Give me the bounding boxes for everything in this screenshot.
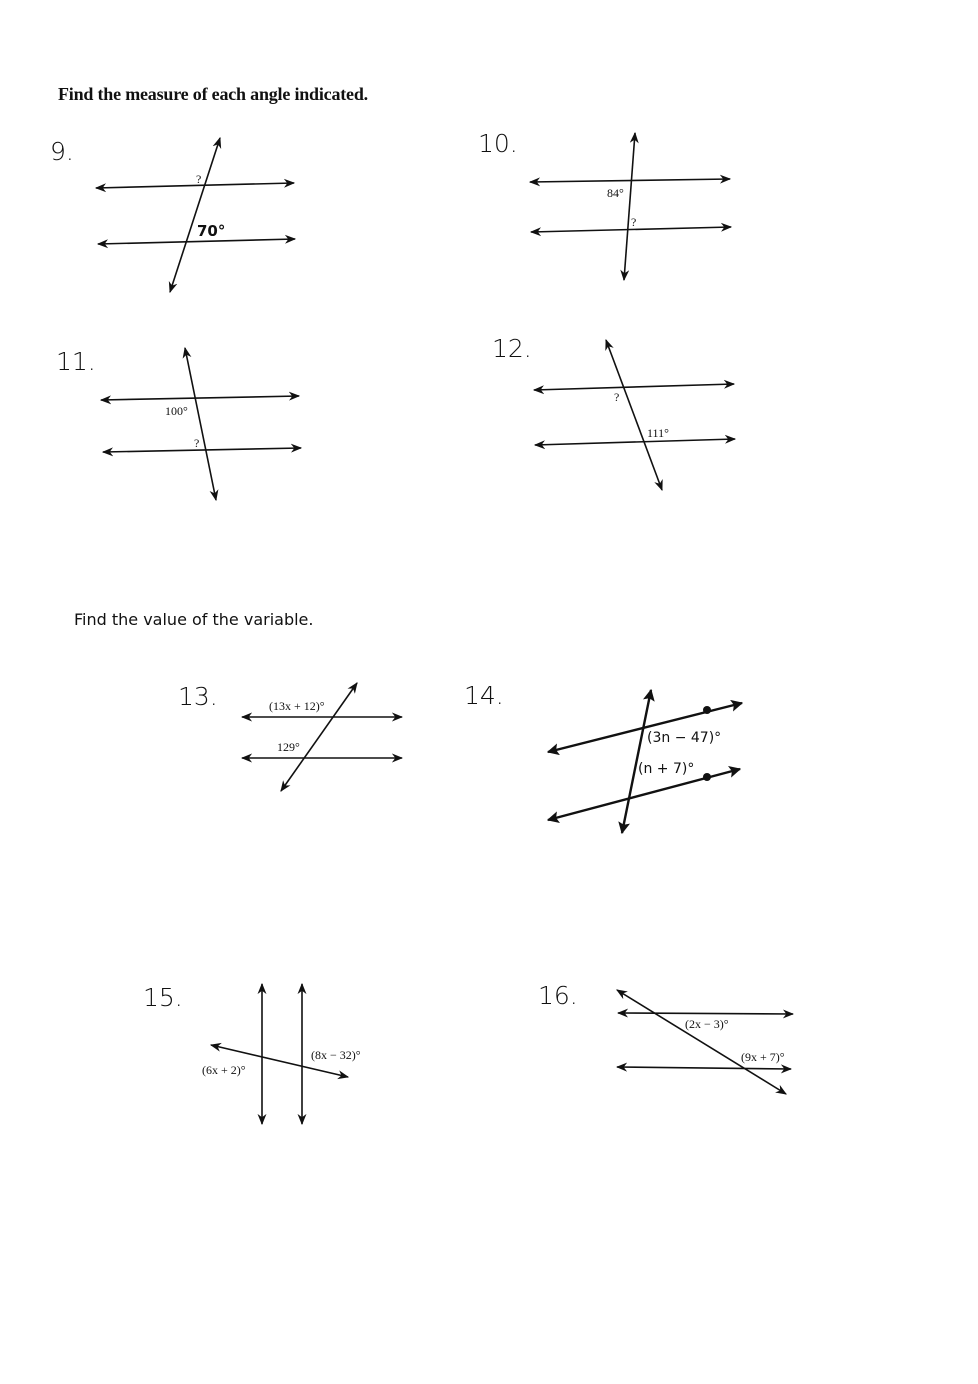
transversal [616,989,787,1095]
angle-label: ? [194,436,199,450]
transversal [168,136,222,294]
parallel-line [528,174,732,187]
transversal [182,346,219,502]
transversal [620,131,639,282]
parallel-line [532,379,736,395]
problem-9: 9. ? 70° [50,136,297,294]
problem-number: 16. [538,981,578,1010]
problem-number: 14. [464,681,504,710]
parallel-line [99,391,301,405]
angle-label: 111° [647,426,669,440]
angle-label: (8x − 32)° [311,1048,361,1062]
angle-label: 100° [165,404,188,418]
parallel-line [533,434,737,450]
problem-number: 10. [478,129,518,158]
parallel-line [615,1062,793,1074]
section-heading-find-variable: Find the value of the variable. [74,610,314,629]
point [703,706,711,714]
problem-11: 11. 100° ? [56,346,303,502]
section-heading-angle-measures: Find the measure of each angle indicated… [58,84,368,104]
angle-label: (13x + 12)° [269,699,325,713]
angle-label: 70° [197,222,225,240]
problem-number: 9. [50,137,74,166]
angle-label: ? [631,215,636,229]
angle-label: 84° [607,186,624,200]
parallel-line [94,178,296,193]
angle-label: (9x + 7)° [741,1050,785,1064]
angle-label: (3n − 47)° [647,730,721,746]
problem-14: 14. (3n − 47)° (n + 7)° [464,681,744,835]
parallel-line [616,1008,795,1019]
angle-label: (2x − 3)° [685,1017,729,1031]
problem-10: 10. 84° ? [478,129,733,282]
transversal [280,682,358,792]
problem-number: 13. [178,682,218,711]
angle-label: 129° [277,740,300,754]
problem-number: 12. [492,334,532,363]
problem-13: 13. (13x + 12)° 129° [178,682,404,792]
transversal [618,688,655,835]
problem-number: 11. [56,347,96,376]
angle-label: ? [614,390,619,404]
problem-15: 15. (6x + 2)° (8x − 32)° [143,982,361,1126]
problem-16: 16. (2x − 3)° (9x + 7)° [538,981,795,1095]
transversal [209,1042,350,1080]
transversal [605,338,663,492]
angle-label: (6x + 2)° [202,1063,246,1077]
point [703,773,711,781]
problem-12: 12. ? 111° [492,334,737,492]
problem-number: 15. [143,983,183,1012]
angle-label: (n + 7)° [638,761,694,777]
angle-label: ? [196,172,201,186]
parallel-line [101,443,303,457]
